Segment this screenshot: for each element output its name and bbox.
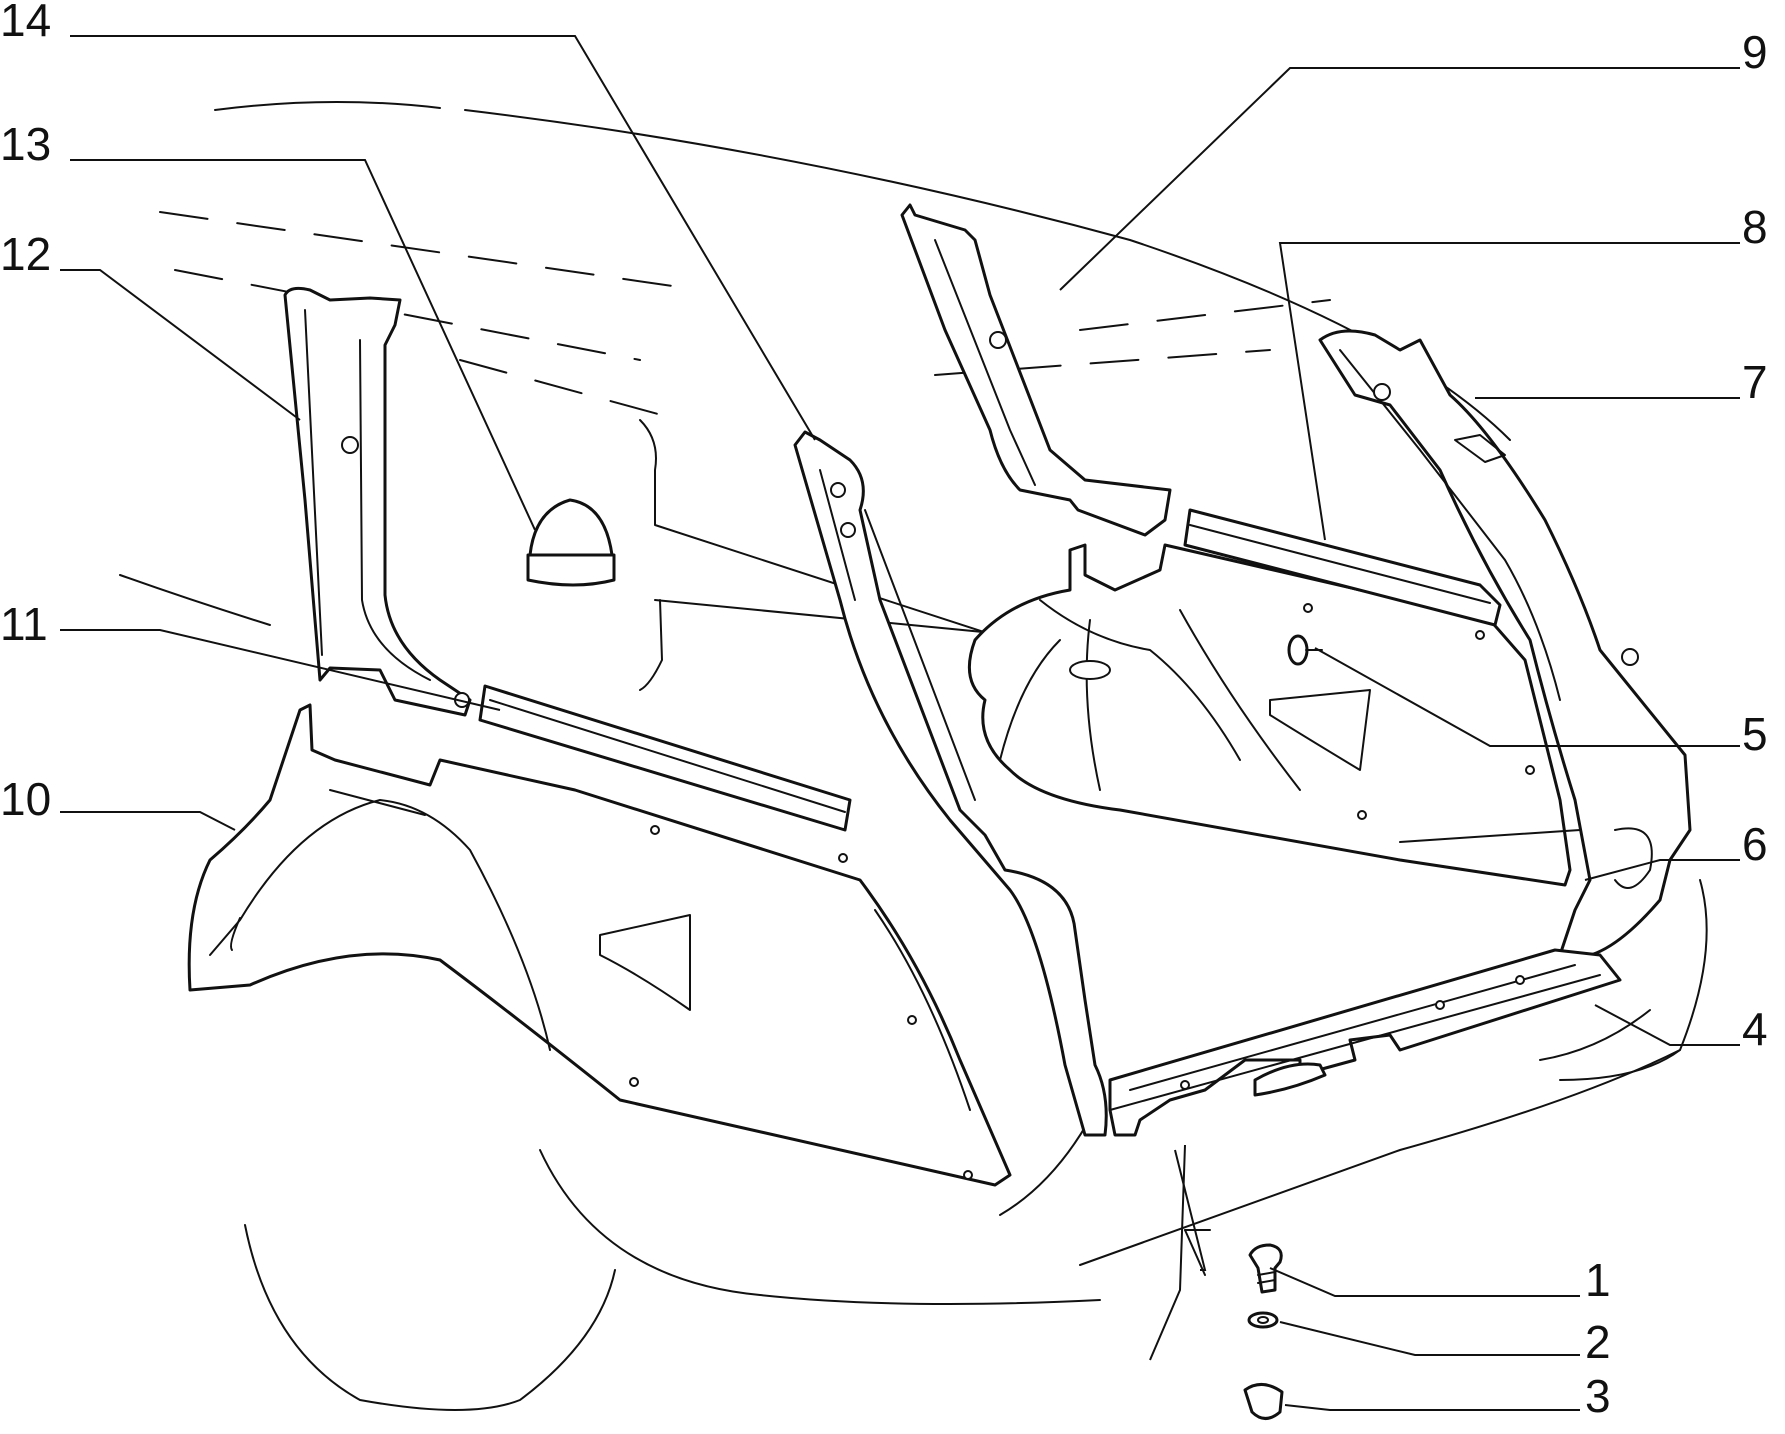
callout-8: 8 (1742, 201, 1768, 253)
part-14-side-trim (793, 430, 1108, 1137)
callout-12: 12 (0, 228, 51, 280)
part-12-pillar-trim (283, 286, 472, 717)
part-8-sill-strip (1183, 508, 1502, 627)
callout-4: 4 (1742, 1003, 1768, 1055)
part-13-light-cap (526, 498, 616, 587)
fasteners (1184, 1229, 1284, 1420)
part-4-rear-sill-trim (1108, 948, 1622, 1137)
callout-1: 1 (1585, 1254, 1611, 1306)
callout-2: 2 (1585, 1316, 1611, 1368)
callout-10: 10 (0, 773, 51, 825)
callout-5: 5 (1742, 708, 1768, 760)
part-7-rear-quarter-trim (1318, 329, 1692, 960)
callout-7: 7 (1742, 356, 1768, 408)
callout-14: 14 (0, 0, 51, 46)
callout-11: 11 (0, 598, 48, 650)
callout-9: 9 (1742, 26, 1768, 78)
callout-3: 3 (1585, 1370, 1611, 1422)
part-10-left-side-panel (187, 703, 1012, 1187)
part-11-sill-strip (478, 684, 852, 832)
part-9-upper-pillar (900, 203, 1172, 537)
callout-6: 6 (1742, 818, 1768, 870)
callout-13: 13 (0, 118, 51, 170)
car-body-outline (119, 100, 1708, 1411)
part-6-wheel-arch-panel (967, 543, 1581, 887)
leader-lines (60, 35, 1740, 1411)
